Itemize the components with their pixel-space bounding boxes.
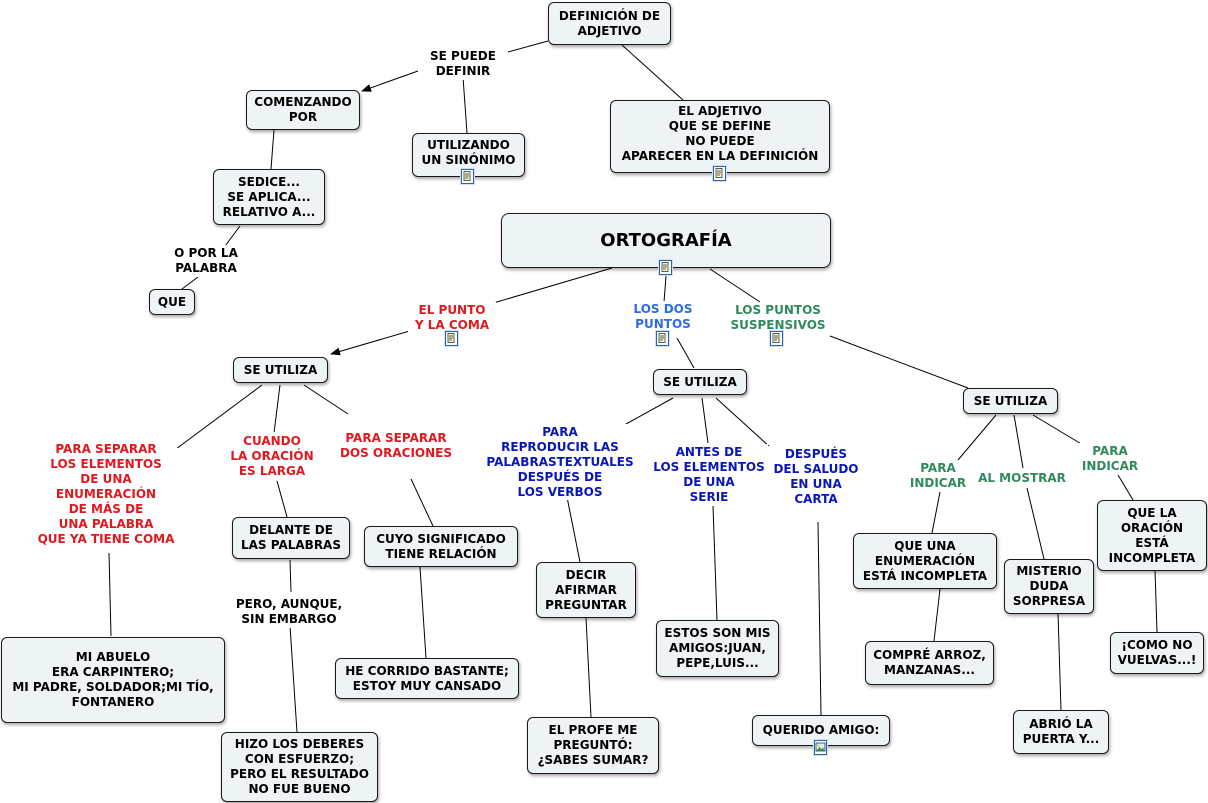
link-line xyxy=(676,337,695,369)
document-icon[interactable] xyxy=(770,331,783,346)
label-para-separar-oraciones: PARA SEPARAR DOS ORACIONES xyxy=(338,430,454,462)
image-icon[interactable] xyxy=(814,740,827,755)
link-line xyxy=(709,268,761,303)
link-line xyxy=(621,44,684,101)
link-line xyxy=(957,414,997,461)
link-line xyxy=(489,267,613,305)
link-line xyxy=(933,588,941,642)
node-sedice[interactable]: SEDICE... SE APLICA... RELATIVO A... xyxy=(213,169,325,225)
label-al-mostrar: AL MOSTRAR xyxy=(972,469,1072,487)
node-definicion-adjetivo[interactable]: DEFINICIÓN DE ADJETIVO xyxy=(548,2,671,45)
link-line xyxy=(817,521,822,716)
document-icon[interactable] xyxy=(445,331,458,346)
label-para-separar-enumeracion: PARA SEPARAR LOS ELEMENTOS DE UNA ENUMER… xyxy=(30,442,182,546)
label-para-indicar-1: PARA INDICAR xyxy=(905,460,971,492)
link-line xyxy=(361,70,419,92)
node-comenzando-por[interactable]: COMENZANDO POR xyxy=(246,90,360,130)
link-line xyxy=(289,625,298,733)
link-line xyxy=(419,566,427,659)
node-como-no-vuelvas[interactable]: ¡COMO NO VUELVAS...! xyxy=(1110,632,1204,674)
node-el-profe[interactable]: EL PROFE ME PREGUNTÓ: ¿SABES SUMAR? xyxy=(527,717,659,774)
link-line xyxy=(931,491,941,534)
link-line xyxy=(1032,414,1084,446)
link-line xyxy=(462,76,468,134)
link-line xyxy=(1013,414,1024,469)
node-estos-son[interactable]: ESTOS SON MIS AMIGOS:JUAN, PEPE,LUIS... xyxy=(656,620,779,677)
node-utilizando-sinonimo[interactable]: UTILIZANDO UN SINÓNIMO xyxy=(412,133,525,177)
link-line xyxy=(715,397,772,449)
node-que[interactable]: QUE xyxy=(149,289,195,315)
node-se-utiliza-dos-puntos[interactable]: SE UTILIZA xyxy=(653,369,747,395)
link-line xyxy=(1057,612,1062,711)
link-line xyxy=(303,384,349,415)
link-line xyxy=(1026,487,1045,560)
label-despues-saludo: DESPUÉS DEL SALUDO EN UNA CARTA xyxy=(768,446,864,508)
node-hizo-deberes[interactable]: HIZO LOS DEBERES CON ESFUERZO; PERO EL R… xyxy=(221,732,378,802)
link-line xyxy=(585,617,592,718)
node-mi-abuelo[interactable]: MI ABUELO ERA CARPINTERO; MI PADRE, SOLD… xyxy=(1,637,225,723)
node-decir-afirmar[interactable]: DECIR AFIRMAR PREGUNTAR xyxy=(536,562,636,618)
link-line xyxy=(181,276,199,290)
node-ortografia[interactable]: ORTOGRAFÍA xyxy=(501,213,831,268)
node-he-corrido[interactable]: HE CORRIDO BASTANTE; ESTOY MUY CANSADO xyxy=(335,658,519,699)
link-line xyxy=(701,397,709,444)
node-se-utiliza-punto-coma[interactable]: SE UTILIZA xyxy=(233,357,328,383)
link-line xyxy=(625,397,674,425)
label-para-reproducir: PARA REPRODUCIR LAS PALABRASTEXTUALES DE… xyxy=(484,424,636,500)
node-abrio-puerta[interactable]: ABRIÓ LA PUERTA Y... xyxy=(1013,710,1109,754)
document-icon[interactable] xyxy=(461,169,474,184)
label-cuando-oracion-larga: CUANDO LA ORACIÓN ES LARGA xyxy=(226,432,318,480)
link-line xyxy=(1117,474,1134,501)
link-line xyxy=(330,329,414,356)
label-los-dos-puntos: LOS DOS PUNTOS xyxy=(628,301,698,333)
link-line xyxy=(829,335,969,389)
label-para-indicar-2: PARA INDICAR xyxy=(1077,443,1143,475)
link-line xyxy=(270,129,275,170)
node-delante-palabras[interactable]: DELANTE DE LAS PALABRAS xyxy=(232,517,350,559)
link-line xyxy=(276,480,288,518)
link-line xyxy=(712,505,718,621)
link-line xyxy=(108,552,112,637)
label-los-puntos-suspensivos: LOS PUNTOS SUSPENSIVOS xyxy=(722,302,834,334)
node-cuyo-significado[interactable]: CUYO SIGNIFICADO TIENE RELACIÓN xyxy=(364,526,518,567)
label-antes-elementos: ANTES DE LOS ELEMENTOS DE UNA SERIE xyxy=(650,444,768,506)
node-oracion-incompleta[interactable]: QUE LA ORACIÓN ESTÁ INCOMPLETA xyxy=(1097,500,1207,571)
node-enumeracion-incompleta[interactable]: QUE UNA ENUMERACIÓN ESTÁ INCOMPLETA xyxy=(853,533,997,589)
node-adjetivo-no-puede[interactable]: EL ADJETIVO QUE SE DEFINE NO PUEDE APARE… xyxy=(610,100,830,173)
link-line xyxy=(566,496,581,563)
node-se-utiliza-suspensivos[interactable]: SE UTILIZA xyxy=(963,388,1058,414)
label-se-puede-definir: SE PUEDE DEFINIR xyxy=(418,48,508,80)
link-line xyxy=(175,384,263,450)
document-icon[interactable] xyxy=(659,260,672,275)
link-line xyxy=(224,225,241,247)
link-line xyxy=(289,559,292,593)
link-line xyxy=(1154,569,1158,633)
label-pero-aunque: PERO, AUNQUE, SIN EMBARGO xyxy=(230,596,348,628)
link-line xyxy=(663,275,667,303)
node-compre-arroz[interactable]: COMPRÉ ARROZ, MANZANAS... xyxy=(865,641,994,685)
node-misterio[interactable]: MISTERIO DUDA SORPRESA xyxy=(1004,559,1094,614)
label-o-por-la-palabra: O POR LA PALABRA xyxy=(162,245,250,277)
link-line xyxy=(273,384,281,434)
document-icon[interactable] xyxy=(656,331,669,346)
document-icon[interactable] xyxy=(713,166,726,181)
link-line xyxy=(410,478,434,527)
label-el-punto-y-la-coma: EL PUNTO Y LA COMA xyxy=(408,302,496,334)
